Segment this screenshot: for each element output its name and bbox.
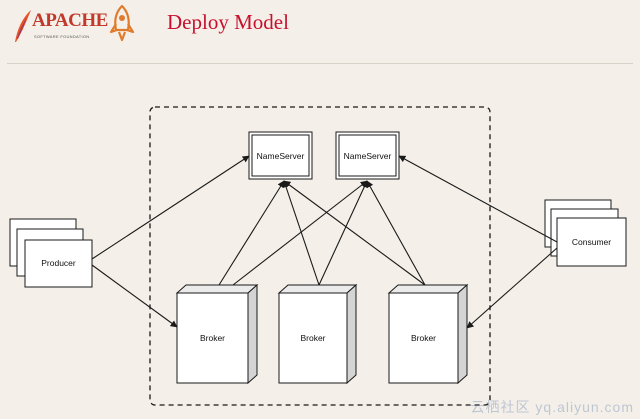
- page-title: Deploy Model: [167, 10, 289, 34]
- apache-wordmark: APACHE: [32, 10, 108, 31]
- nameserver-label: NameServer: [257, 151, 305, 161]
- apache-logo: APACHE SOFTWARE FOUNDATION: [12, 8, 108, 44]
- producer-node: Producer: [9, 218, 93, 288]
- apache-feather-icon: [15, 10, 31, 42]
- broker-node: Broker: [277, 283, 358, 385]
- arrow-broker-to-nameserver: [218, 180, 285, 286]
- nameserver-node: NameServer: [335, 131, 400, 180]
- arrow-broker-to-nameserver: [232, 180, 368, 286]
- header: APACHE SOFTWARE FOUNDATION Deploy Model: [0, 0, 640, 48]
- arrow-producer-to-broker: [91, 264, 178, 328]
- consumer-node: Consumer: [544, 199, 627, 267]
- arrow-broker-to-nameserver: [366, 180, 426, 286]
- rocketmq-logo-icon: [109, 4, 135, 42]
- broker-label: Broker: [300, 333, 325, 343]
- arrow-producer-to-nameserver: [91, 155, 250, 260]
- arrow-consumer-to-nameserver: [398, 155, 558, 243]
- arrow-consumer-to-broker: [466, 247, 558, 329]
- header-divider: [7, 63, 633, 64]
- broker-label: Broker: [411, 333, 436, 343]
- cluster-boundary: [149, 106, 491, 406]
- broker-label: Broker: [200, 333, 225, 343]
- arrow-broker-to-nameserver: [283, 180, 426, 286]
- nameserver-label: NameServer: [344, 151, 392, 161]
- arrow-broker-to-nameserver: [318, 180, 368, 286]
- consumer-label: Consumer: [572, 237, 611, 247]
- broker-node: Broker: [175, 283, 259, 385]
- watermark: 云栖社区 yq.aliyun.com: [470, 399, 634, 415]
- arrow-broker-to-nameserver: [282, 180, 320, 286]
- apache-subtitle: SOFTWARE FOUNDATION: [34, 34, 90, 39]
- nameserver-node: NameServer: [248, 131, 313, 180]
- broker-node: Broker: [387, 283, 469, 385]
- producer-label: Producer: [41, 258, 76, 268]
